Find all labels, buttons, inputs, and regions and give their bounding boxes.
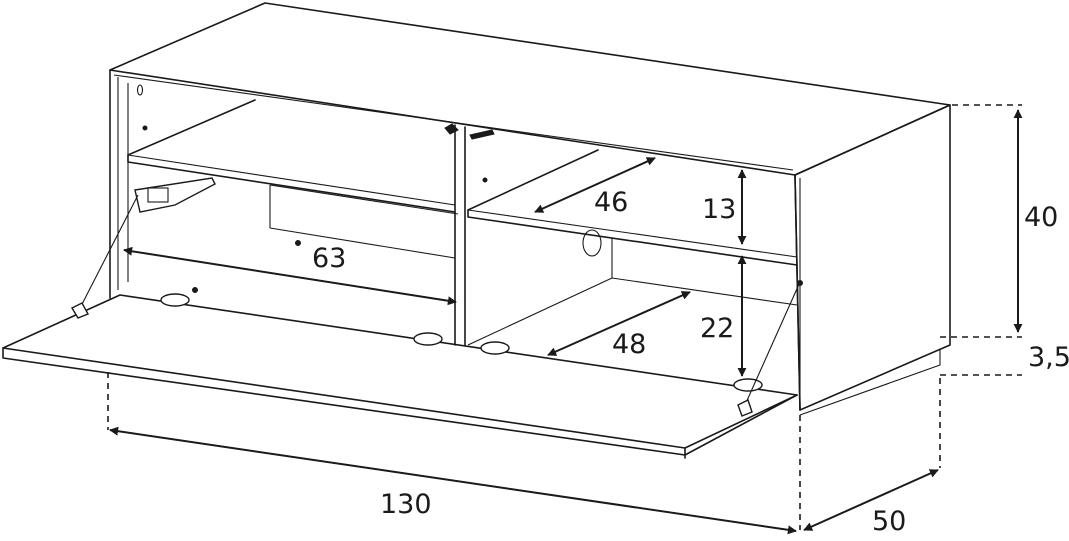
hinge-3 bbox=[480, 341, 510, 355]
label-lower-height: 22 bbox=[700, 313, 734, 344]
dim-line-lower-depth bbox=[547, 291, 691, 356]
label-width: 130 bbox=[380, 489, 432, 520]
left-shelf-top-edge bbox=[127, 154, 456, 206]
dim-line-depth bbox=[803, 469, 939, 531]
dimension-labels: 40 3,5 130 50 63 46 13 48 22 bbox=[312, 187, 1069, 537]
stay-clip-right bbox=[737, 399, 753, 417]
label-lower-depth: 48 bbox=[612, 329, 646, 360]
stay-clip-left bbox=[71, 302, 89, 319]
dim-line-inner-width bbox=[123, 246, 457, 306]
right-floor-back bbox=[611, 277, 798, 306]
label-height: 40 bbox=[1024, 202, 1058, 233]
cabinet-body bbox=[109, 2, 951, 416]
flap-door bbox=[2, 194, 801, 459]
hinge-2 bbox=[413, 332, 443, 346]
peg-hole-3 bbox=[295, 240, 301, 246]
left-shelf-front bbox=[127, 154, 456, 213]
dim-line-width bbox=[109, 426, 797, 535]
right-shelf-front bbox=[467, 209, 798, 266]
label-shelf-spacing: 13 bbox=[702, 194, 736, 225]
left-back-top bbox=[269, 184, 459, 215]
outer-dimensions bbox=[107, 104, 1023, 535]
dim-line-shelf-depth bbox=[534, 157, 656, 213]
connector-right bbox=[469, 129, 495, 140]
right-front-edge bbox=[794, 174, 801, 411]
right-side-panel bbox=[794, 104, 951, 411]
flap-front-edge bbox=[2, 347, 798, 449]
base-plinth bbox=[799, 350, 941, 416]
left-shelf-back-edge bbox=[127, 99, 256, 156]
cable-hole bbox=[582, 229, 602, 257]
label-inner-width: 63 bbox=[312, 243, 346, 274]
hinge-1 bbox=[160, 293, 190, 307]
label-shelf-depth: 46 bbox=[594, 187, 628, 218]
right-floor-side bbox=[467, 277, 613, 346]
hinge-hole bbox=[136, 84, 144, 96]
latch-bracket bbox=[134, 177, 216, 213]
cabinet-top bbox=[109, 2, 951, 176]
label-depth: 50 bbox=[872, 506, 906, 537]
flap-panel bbox=[2, 294, 798, 456]
latch-plate bbox=[147, 187, 169, 203]
top-edge-inner bbox=[113, 74, 794, 171]
hinge-4 bbox=[733, 378, 763, 392]
flap-stay-right bbox=[744, 281, 801, 406]
peg-hole bbox=[142, 125, 148, 131]
peg-hole-4 bbox=[192, 287, 198, 293]
inner-dimensions bbox=[123, 157, 747, 377]
connector-left bbox=[444, 123, 459, 135]
label-feet-height: 3,5 bbox=[1028, 342, 1069, 373]
right-shelf-top-edge bbox=[467, 209, 798, 258]
peg-hole-2 bbox=[482, 177, 488, 183]
flap-stay-left bbox=[77, 194, 139, 313]
